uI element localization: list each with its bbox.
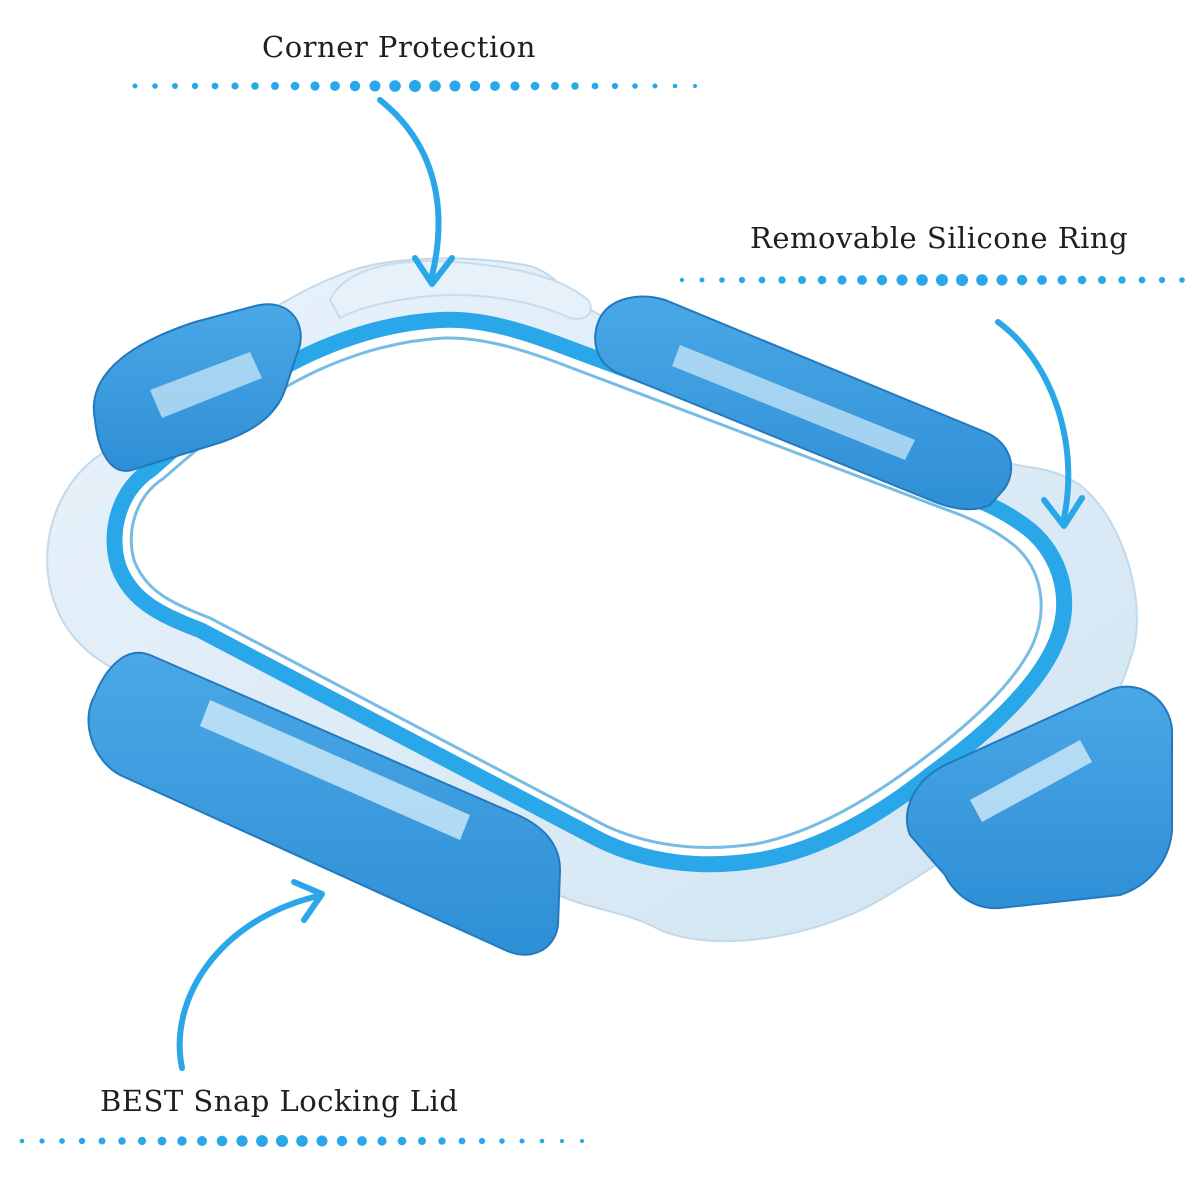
dotted-line-top [132, 80, 698, 92]
label-snap-locking-lid: BEST Snap Locking Lid [100, 1084, 459, 1118]
label-corner-protection: Corner Protection [262, 30, 536, 64]
dotted-line-bottom [19, 1135, 584, 1147]
locking-tab-bottom-left [87, 651, 562, 956]
arrow-corner-protection [377, 97, 455, 287]
label-removable-silicone-ring: Removable Silicone Ring [750, 221, 1129, 255]
dotted-line-right [679, 274, 1185, 286]
silicone-ring-inner-edge [129, 336, 1043, 849]
locking-tab-bottom-right [905, 685, 1173, 910]
locking-tab-top-left [92, 303, 302, 472]
arrow-silicone-ring [995, 319, 1085, 529]
silicone-ring [106, 311, 1073, 873]
locking-tab-top-right [594, 295, 1013, 511]
arrow-snap-locking [176, 879, 325, 1071]
